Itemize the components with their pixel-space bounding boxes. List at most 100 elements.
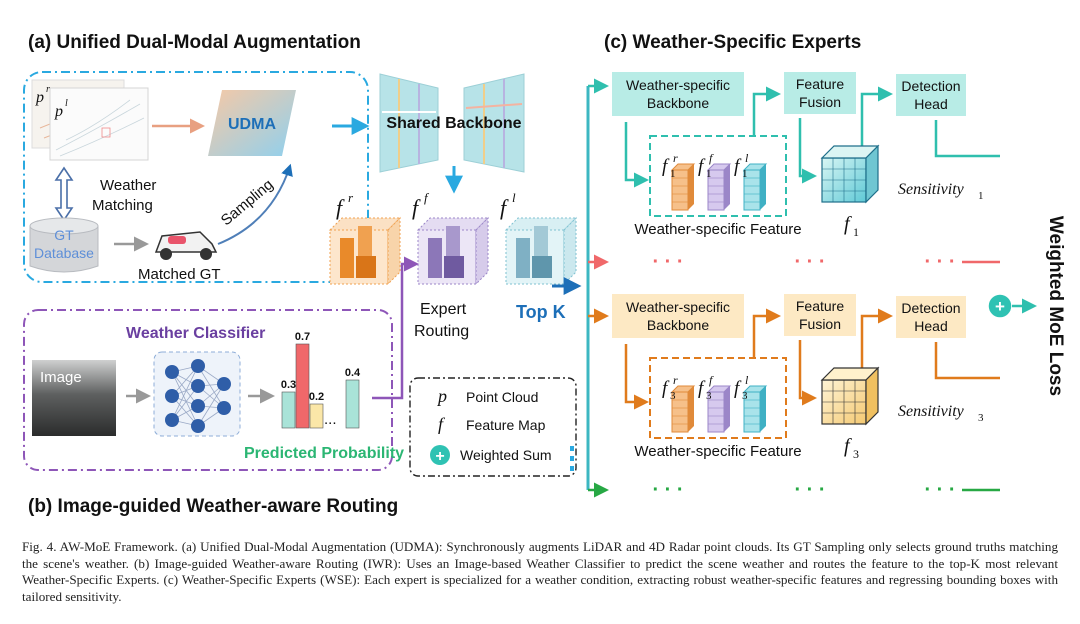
gt-database-icon [29,217,99,273]
ellipsis-rown-c: · · · [924,479,955,501]
gt-database-label-1: GT [54,227,74,243]
ellipsis-row2-a: · · · [652,251,683,273]
expert-feature-sup: l [745,151,749,165]
input-image [32,360,116,436]
legend-sum-icon [430,445,450,465]
car-icon [154,231,218,260]
expert-fusion-label: Feature [796,298,844,314]
expert-head-box [896,296,966,338]
expert-feature-prism-side [688,164,694,210]
radar-point-symbol: p [35,89,44,106]
expert-fusion-box [784,72,856,114]
expert-feature-index: 3 [742,390,748,402]
expert-routing-label-1: Expert [420,301,467,318]
panel-a-title: (a) Unified Dual-Modal Augmentation [28,32,361,53]
feature-radar-sup: r [348,190,354,205]
expert-backbone-label: Backbone [647,317,709,333]
expert-backbone-label: Weather-specific [626,77,730,93]
probability-bars: 0.30.70.2...0.4 [281,331,361,429]
feature-to-fusion-arrow [752,86,781,136]
expert-feature-frame [649,357,787,439]
ellipsis-row2-b: · · · [794,251,825,273]
legend-point-symbol: p [436,386,447,406]
sampling-label: Sampling [218,176,277,229]
fusion-to-cube-arrow [798,118,817,184]
sensitivity-label: Sensitivity [898,181,965,198]
expert-feature-prism-side [760,386,766,432]
probability-value: 0.2 [309,391,324,403]
fused-feature-index: 1 [853,225,859,239]
expert-backbone-label: Weather-specific [626,299,730,315]
figure-caption: Fig. 4. AW-MoE Framework. (a) Unified Du… [22,539,1058,604]
expert-feature-prism-side [760,164,766,210]
expert-feature-caption: Weather-specific Feature [634,221,801,238]
panel-b-title: (b) Image-guided Weather-aware Routing [28,496,398,517]
bus-vertical-dots [570,446,574,471]
feature-cube-fused [416,216,490,286]
legend-sum-label: Weighted Sum [460,447,552,463]
expert-feature-index: 1 [670,168,676,180]
fused-feature-symbol: f [844,435,852,457]
expert-feature-prism-side [724,386,730,432]
shared-backbone-graphic [379,73,525,173]
panel-c-title: (c) Weather-Specific Experts [604,32,861,53]
weather-matching-label-2: Matching [92,197,153,214]
expert-feature-sup: r [673,373,678,387]
expert-row: Weather-specificBackboneFeatureFusionDet… [612,294,984,461]
expert-fusion-box [784,294,856,336]
probability-bar [309,403,324,429]
matched-gt-label: Matched GT [138,266,221,283]
diagram-canvas: (a) Unified Dual-Modal Augmentation p r … [23,32,1066,517]
feature-cube-lidar [504,216,578,286]
expert-feature-symbol: f [734,156,742,177]
routing-arrow [372,256,419,400]
legend-sum-symbol: + [435,448,444,465]
expert-fusion-label: Feature [796,76,844,92]
panel-b-frame [23,309,393,471]
expert-rows: Weather-specificBackboneFeatureFusionDet… [612,72,984,461]
udma-label: UDMA [228,116,276,133]
legend-box [409,377,577,477]
legend-point-label: Point Cloud [466,389,538,405]
backbone-to-feature-arrow [624,122,649,188]
head-to-loss-arrow [934,120,962,158]
expert-head-label: Detection [901,78,960,94]
udma-block [208,90,296,156]
fused-feature-symbol: f [844,213,852,235]
weighted-moe-loss-label: Weighted MoE Loss [1045,216,1066,396]
fused-feature-cube-side [865,366,879,426]
feature-to-fusion-arrow [752,308,781,358]
sampling-arrow [217,163,293,245]
expert-feature-index: 1 [706,168,712,180]
expert-head-label: Head [914,318,947,334]
sensitivity-label: Sensitivity [898,403,965,420]
expert-feature-symbol: f [734,378,742,399]
probability-ellipsis: ... [324,411,337,428]
feature-cube-radar [328,216,402,286]
predicted-probability-label: Predicted Probability [244,445,404,462]
expert-feature-index: 3 [670,390,676,402]
neural-network-icon [153,351,241,437]
gt-database-label-2: Database [34,245,94,261]
fused-feature-index: 3 [853,447,859,461]
expert-feature-prism-side [688,386,694,432]
fused-feature-cube-side [865,144,879,204]
expert-backbone-box [612,294,744,338]
expert-fusion-label: Fusion [799,94,841,110]
probability-bar [281,391,296,429]
expert-feature-symbol: f [662,156,670,177]
expert-feature-prism-side [724,164,730,210]
expert-backbone-label: Backbone [647,95,709,111]
feature-lidar-sup: l [512,190,516,205]
probability-bar [345,379,360,429]
probability-value: 0.3 [281,379,296,391]
feature-fused-sup: f [424,190,430,205]
top-k-label: Top K [516,302,566,322]
ellipsis-rown-a: · · · [652,479,683,501]
sensitivity-index: 1 [978,190,984,202]
probability-bar [295,343,310,429]
expert-feature-caption: Weather-specific Feature [634,443,801,460]
expert-head-box [896,74,966,116]
radar-point-sup: r [46,84,50,95]
